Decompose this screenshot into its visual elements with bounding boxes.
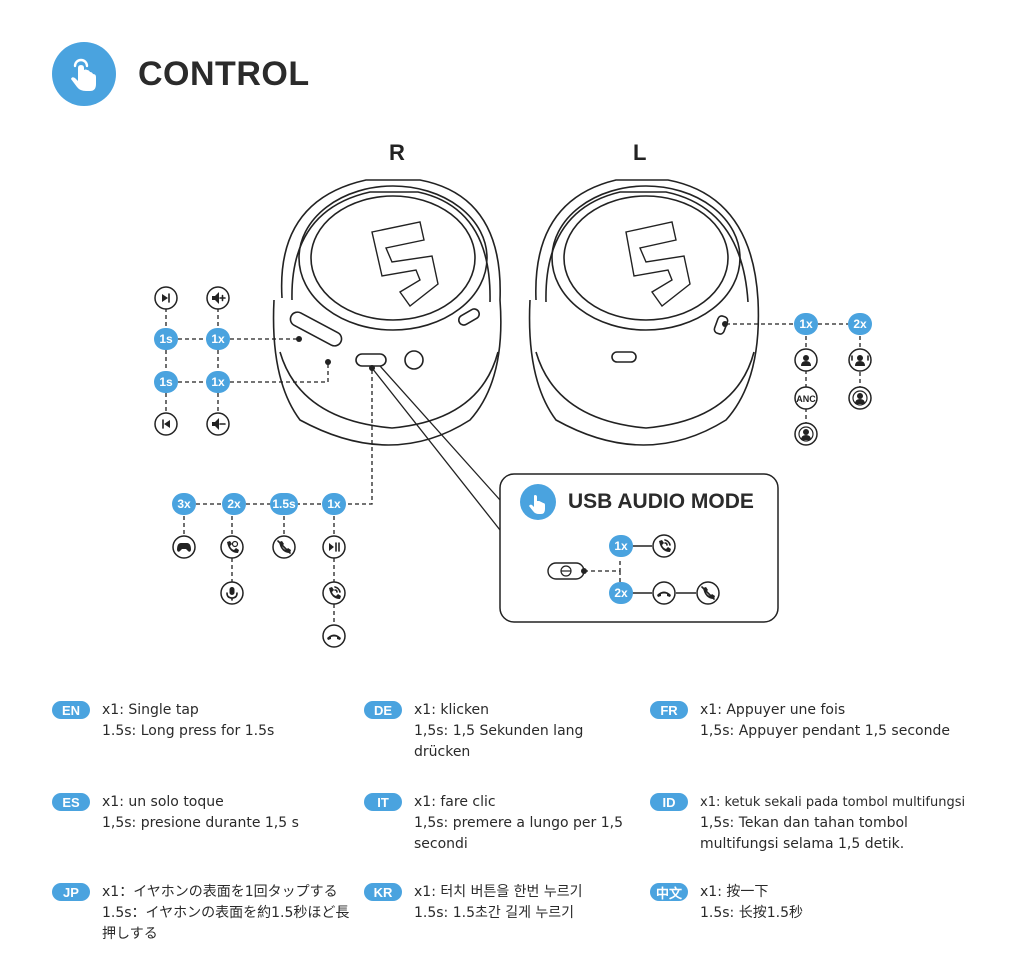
reject-call-icon	[272, 535, 296, 559]
badge-left-2x: 2x	[853, 317, 867, 331]
legend-zh: 中文 x1: 按一下 1.5s: 长按1.5秒	[650, 882, 803, 924]
call-icon	[220, 535, 244, 559]
legend-id: ID x1: ketuk sekali pada tombol multifun…	[650, 792, 990, 855]
volume-down-icon	[206, 412, 230, 436]
usb-button-icon	[547, 562, 585, 580]
legend-en: EN x1: Single tap 1.5s: Long press for 1.…	[52, 700, 274, 742]
badge-usb-2x: 2x	[614, 586, 628, 600]
badge-r-bot-1x: 1x	[211, 375, 225, 389]
lang-badge-zh: 中文	[650, 883, 688, 901]
hang-up-icon	[652, 581, 676, 605]
left-earcup	[528, 179, 760, 446]
legend-line: x1: 터치 버튼을 한번 누르기	[414, 884, 583, 900]
right-earcup	[272, 179, 502, 446]
legend-line: x1: un solo toque	[102, 794, 224, 810]
badge-1-5s: 1.5s	[272, 497, 296, 511]
badge-bg-usb-1x	[609, 535, 633, 557]
lang-badge-kr: KR	[364, 883, 402, 901]
legend-line: 1.5s: Long press for 1.5s	[102, 723, 275, 739]
badge-left-1x: 1x	[799, 317, 813, 331]
legend-line: x1: klicken	[414, 702, 490, 718]
lang-badge-fr: FR	[650, 701, 688, 719]
normal-mode-icon	[794, 348, 818, 372]
person-icon	[848, 386, 872, 410]
legend-line: x1: Single tap	[102, 702, 199, 718]
legend-it: IT x1: fare clic 1,5s: premere a lungo pe…	[364, 792, 634, 855]
previous-track-icon	[154, 412, 178, 436]
legend-line: 1,5s: Appuyer pendant 1,5 seconde	[700, 723, 950, 739]
legend-line: x1: 按一下	[700, 884, 769, 900]
lang-badge-en: EN	[52, 701, 90, 719]
badge-bg-r-bot-1x	[206, 371, 230, 393]
lang-badge-jp: JP	[52, 883, 90, 901]
legend-line: x1: Appuyer une fois	[700, 702, 846, 718]
legend-line: x1：イヤホンの表面を1回タップする	[102, 884, 338, 900]
play-pause-icon	[322, 535, 346, 559]
badge-bg-left-2x	[848, 313, 872, 335]
lang-badge-it: IT	[364, 793, 402, 811]
legend-line: x1: fare clic	[414, 794, 496, 810]
answer-call-icon	[322, 581, 346, 605]
anc-label: ANC	[796, 394, 816, 404]
lang-badge-id: ID	[650, 793, 688, 811]
badge-3x: 3x	[177, 497, 191, 511]
legend-line: 1,5s: presione durante 1,5 s	[102, 815, 299, 831]
legend-es: ES x1: un solo toque 1,5s: presione duran…	[52, 792, 299, 834]
legend-line: x1: ketuk sekali pada tombol multifungsi	[700, 795, 966, 810]
badge-r-top-1x: 1x	[211, 332, 225, 346]
badge-bg-2x	[222, 493, 246, 515]
legend-line: 1.5s：イヤホンの表面を約1.5秒ほど長押しする	[102, 905, 350, 942]
legend-line: 1.5s: 1.5초간 길게 누르기	[414, 905, 575, 921]
badge-bg-r-top-1s	[154, 328, 178, 350]
legend-jp: JP x1：イヤホンの表面を1回タップする 1.5s：イヤホンの表面を約1.5秒ほ…	[52, 882, 362, 945]
badge-bg-1-5s	[270, 493, 298, 515]
badge-r-top-1s: 1s	[159, 332, 173, 346]
anc-icon	[794, 386, 818, 410]
badge-bg-3x	[172, 493, 196, 515]
page-title: CONTROL	[138, 54, 310, 93]
transparency-mode-icon	[794, 422, 818, 446]
answer-call-icon	[652, 534, 676, 558]
gamepad-icon	[172, 535, 196, 559]
legend-de: DE x1: klicken 1,5s: 1,5 Sekunden lang dr…	[364, 700, 614, 763]
microphone-icon	[220, 581, 244, 605]
badge-usb-1x: 1x	[614, 539, 628, 553]
badge-bg-r-top-1x	[206, 328, 230, 350]
badge-bg-usb-2x	[609, 582, 633, 604]
usb-mode-panel	[499, 473, 779, 623]
badge-2x: 2x	[227, 497, 241, 511]
lang-badge-es: ES	[52, 793, 90, 811]
legend-fr: FR x1: Appuyer une fois 1,5s: Appuyer pen…	[650, 700, 950, 742]
legend-line: 1,5s: 1,5 Sekunden lang drücken	[414, 723, 584, 760]
header: CONTROL	[52, 42, 310, 106]
next-track-icon	[154, 286, 178, 310]
legend-line: 1,5s: premere a lungo per 1,5 secondi	[414, 815, 623, 852]
badge-bg-1x	[322, 493, 346, 515]
usb-mode-title: USB AUDIO MODE	[568, 490, 754, 513]
badge-1x: 1x	[327, 497, 341, 511]
badge-r-bot-1s: 1s	[159, 375, 173, 389]
legend-kr: KR x1: 터치 버튼을 한번 누르기 1.5s: 1.5초간 길게 누르기	[364, 882, 583, 924]
left-earcup-label: L	[633, 140, 647, 165]
reject-call-icon	[696, 581, 720, 605]
legend-line: 1.5s: 长按1.5秒	[700, 905, 803, 921]
voice-assistant-icon	[848, 348, 872, 372]
tap-icon	[52, 42, 116, 106]
lang-badge-de: DE	[364, 701, 402, 719]
right-earcup-label: R	[389, 140, 405, 165]
volume-up-icon	[206, 286, 230, 310]
legend-line: 1,5s: Tekan dan tahan tombol multifungsi…	[700, 815, 908, 852]
badge-bg-r-bot-1s	[154, 371, 178, 393]
badge-bg-left-1x	[794, 313, 818, 335]
hang-up-icon	[322, 624, 346, 648]
